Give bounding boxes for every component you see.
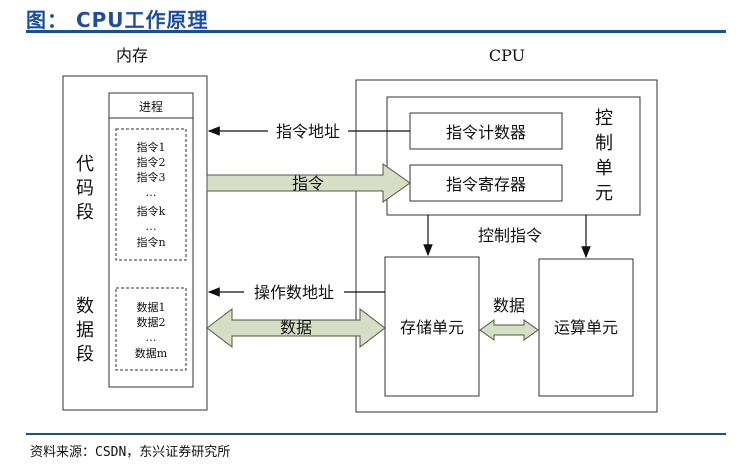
data-exchange-arrow [479, 319, 539, 341]
alu-label: 运算单元 [554, 318, 618, 337]
data-item: 数据2 [137, 315, 166, 329]
instruction-item: 指令2 [137, 155, 166, 169]
data-segment-char: 数 [76, 296, 94, 317]
instruction-item: … [146, 186, 157, 199]
instruction-address-label: 指令地址 [276, 122, 340, 141]
data-segment-char: 段 [76, 344, 94, 365]
data-item: 数据1 [137, 300, 166, 314]
instruction-flow-label: 指令 [292, 174, 324, 193]
storage-unit-label: 存储单元 [400, 318, 464, 337]
code-segment-char: 代 [76, 154, 94, 175]
instruction-item: 指令k [137, 204, 166, 218]
data-segment-char: 据 [76, 320, 94, 341]
operand-address-label: 操作数地址 [254, 283, 334, 302]
program-counter-box [409, 112, 563, 150]
instruction-item: … [146, 220, 157, 233]
code-segment-char: 码 [76, 178, 94, 199]
title-rule [26, 30, 726, 33]
control-command-label: 控制指令 [478, 226, 542, 245]
data-item: 数据m [135, 346, 168, 360]
source-note: 资料来源：CSDN，东兴证券研究所 [30, 445, 231, 460]
cpu-label: CPU [489, 46, 525, 65]
alu-box [538, 258, 634, 397]
data-item: … [146, 331, 157, 344]
instruction-item: 指令n [136, 235, 165, 249]
instruction-item: 指令1 [137, 140, 166, 154]
footer-rule [26, 433, 726, 435]
control-unit-char: 控 [595, 108, 613, 129]
data-exchange-label: 数据 [493, 296, 525, 315]
instruction-register-label: 指令寄存器 [446, 175, 526, 194]
memory-label: 内存 [116, 46, 148, 65]
page-title: 图： CPU工作原理 [26, 8, 209, 32]
code-segment-box [115, 128, 187, 261]
process-label: 进程 [139, 99, 163, 114]
storage-unit-box [384, 256, 480, 397]
data-flow-arrow [206, 307, 386, 349]
instruction-register-box [409, 164, 563, 202]
instruction-item: 指令3 [137, 170, 166, 184]
program-counter-label: 指令计数器 [446, 123, 526, 142]
control-unit-char: 制 [595, 133, 613, 154]
data-flow-label: 数据 [280, 318, 312, 337]
control-unit-char: 元 [595, 183, 613, 204]
data-segment-box [115, 287, 187, 371]
instruction-flow-arrow [206, 163, 411, 203]
control-unit-char: 单 [595, 158, 613, 179]
code-segment-char: 段 [76, 202, 94, 223]
process-box [108, 92, 194, 388]
